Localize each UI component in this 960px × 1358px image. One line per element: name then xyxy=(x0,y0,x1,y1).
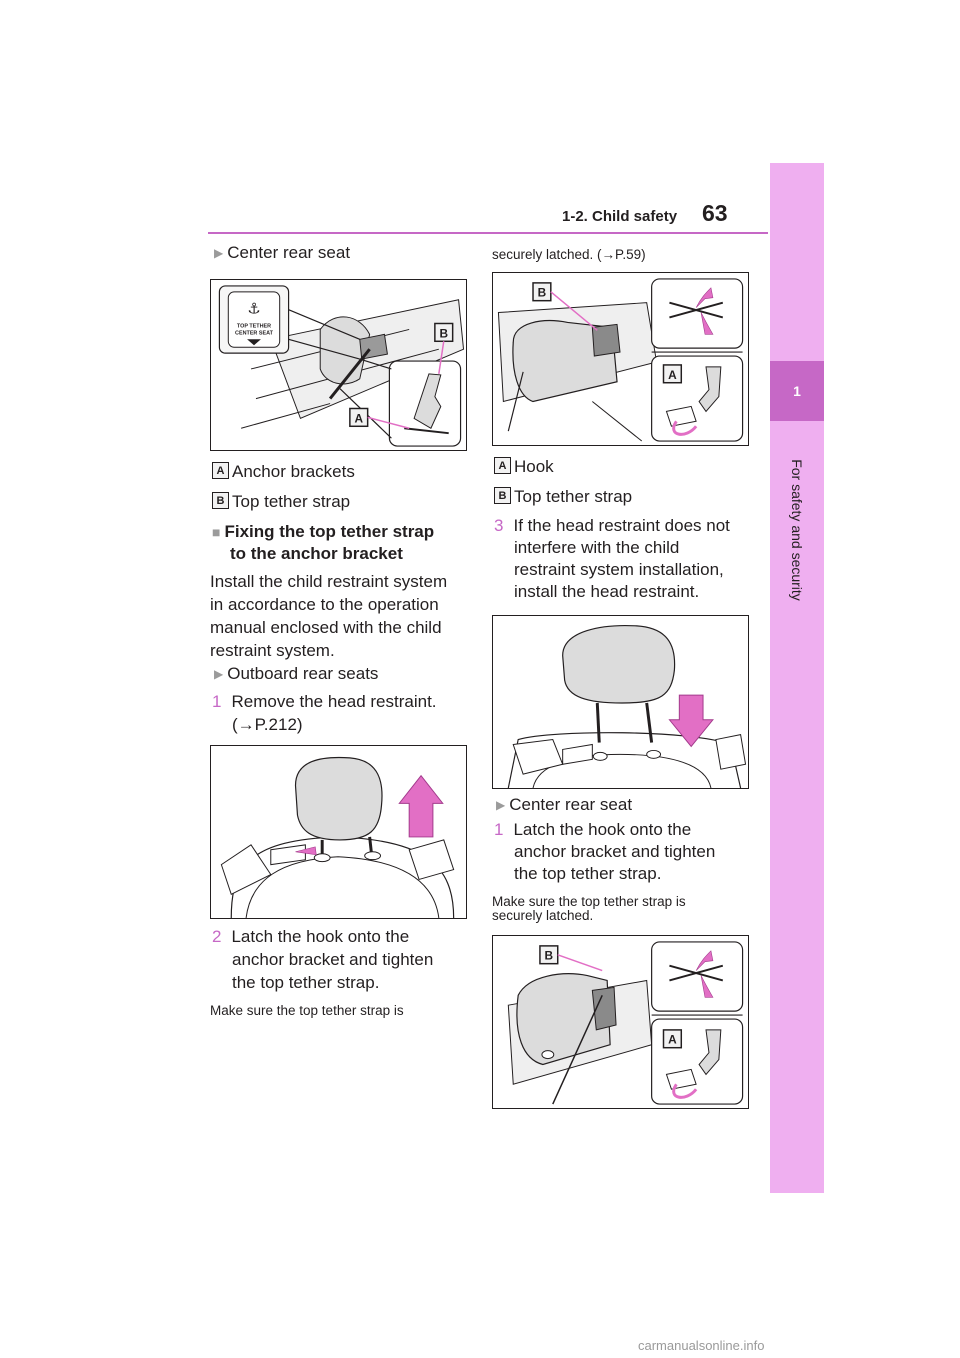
figure-install-head-restraint xyxy=(492,615,749,789)
head-restraint-removal-illustration xyxy=(220,756,455,918)
step-2-line-3: the top tether strap. xyxy=(232,973,380,992)
figure-outboard-latch: B A xyxy=(492,272,749,446)
chapter-side-tab xyxy=(770,163,824,1193)
callout-a: A xyxy=(668,1033,677,1047)
triangle-bullet-icon: ▶ xyxy=(214,246,224,260)
step-3-line-2: interfere with the child xyxy=(514,538,680,557)
center-note-line-2: securely latched. xyxy=(492,908,594,923)
chapter-number: 1 xyxy=(793,383,801,399)
callout-a: A xyxy=(668,368,677,382)
step-3-line-3: restraint system installation, xyxy=(514,560,724,579)
outboard-latch-illustration: B A xyxy=(497,278,744,442)
step-2-line-2: anchor bracket and tighten xyxy=(232,950,434,969)
step-3-line-4: install the head restraint. xyxy=(514,582,700,601)
section-heading-line-2: to the anchor bracket xyxy=(230,544,403,563)
center-rear-seat-subhead-right: ▶Center rear seat xyxy=(496,795,633,814)
legend-b-text: Top tether strap xyxy=(232,492,351,511)
triangle-bullet-icon: ▶ xyxy=(214,667,224,681)
paragraph-line-2: in accordance to the operation xyxy=(210,595,439,614)
figure-remove-head-restraint xyxy=(210,745,467,919)
chapter-label: For safety and security xyxy=(789,459,805,601)
paragraph-line-3: manual enclosed with the child xyxy=(210,618,442,637)
note-line-1: Make sure the top tether strap is xyxy=(210,1003,404,1018)
callout-b: B xyxy=(439,326,448,340)
center-rear-seat-subhead: ▶Center rear seat xyxy=(214,243,351,262)
head-restraint-install-illustration xyxy=(507,624,747,788)
figure-center-seat-anchor: ⚓ TOP TETHER CENTER SEAT B A xyxy=(210,279,467,451)
emblem-line-2: CENTER SEAT xyxy=(235,330,274,336)
anchor-emblem-icon: ⚓ xyxy=(247,301,260,318)
legend-a-badge: A xyxy=(212,462,229,479)
paragraph-line-1: Install the child restraint system xyxy=(210,572,448,591)
callout-b: B xyxy=(538,286,547,300)
square-bullet-icon: ■ xyxy=(212,524,221,540)
paragraph-line-4: restraint system. xyxy=(210,641,335,660)
chapter-number-box: 1 xyxy=(770,361,824,421)
watermark: carmanualsonline.info xyxy=(638,1338,765,1353)
page-number: 63 xyxy=(702,200,728,226)
legend-a-text: Anchor brackets xyxy=(232,462,355,481)
figure-center-latch: B A xyxy=(492,935,749,1109)
outboard-rear-seats-subhead: ▶Outboard rear seats xyxy=(214,664,379,683)
anchor-bracket-illustration: ⚓ TOP TETHER CENTER SEAT B A xyxy=(218,285,465,447)
header-rule xyxy=(208,232,768,234)
triangle-bullet-icon: ▶ xyxy=(496,798,506,812)
center-note-line-1: Make sure the top tether strap is xyxy=(492,894,686,909)
emblem-line-1: TOP TETHER xyxy=(237,323,271,329)
legend-a-text: Hook xyxy=(514,457,554,476)
section-heading-line-1: ■Fixing the top tether strap xyxy=(212,522,435,541)
legend-b-text: Top tether strap xyxy=(514,487,633,506)
center-step-1-line-2: anchor bracket and tighten xyxy=(514,842,716,861)
legend-a-badge: A xyxy=(494,457,511,474)
legend-b-badge: B xyxy=(212,492,229,509)
center-latch-illustration: B A xyxy=(507,941,744,1105)
callout-b: B xyxy=(545,949,554,963)
legend-b-badge: B xyxy=(494,487,511,504)
step-1-page-reference: (→P.212) xyxy=(232,715,303,734)
note-continuation: securely latched. (→P.59) xyxy=(492,247,646,262)
callout-a: A xyxy=(354,411,363,425)
section-title: 1-2. Child safety xyxy=(562,208,678,225)
center-step-1-line-3: the top tether strap. xyxy=(514,864,662,883)
